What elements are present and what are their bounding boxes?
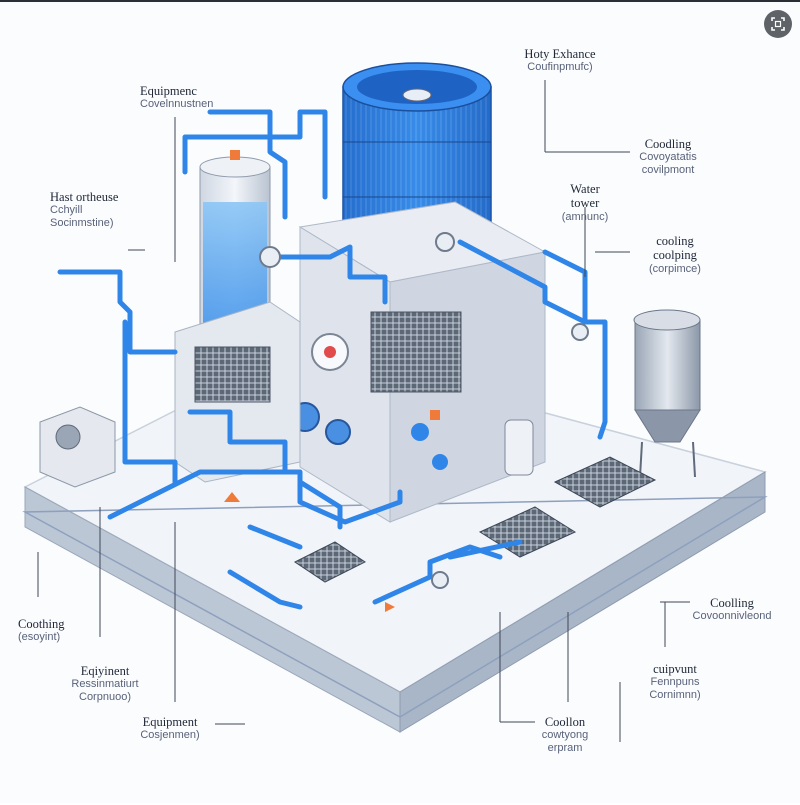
label-cooling-right: Coodling Covoyatatis covilpmont: [618, 137, 718, 177]
label-title: Eqiyinent: [80, 664, 130, 678]
label-eqiyinent: Eqiyinent Ressinmatiurt Corpnuoo): [50, 664, 160, 704]
label-title: cuipvunt: [653, 662, 697, 676]
label-subtitle: Cosjenmen): [140, 729, 200, 742]
label-title: Hoty Exhance: [524, 47, 596, 61]
label-cuipvunt: cuipvunt Fennpuns Cornimnn): [620, 662, 730, 702]
label-subtitle: Corpnuoo): [79, 691, 131, 704]
label-subtitle: Ressinmatiurt: [71, 678, 139, 691]
label-subtitle: Cornimnn): [649, 689, 701, 702]
leader-lines: [37, 80, 690, 742]
label-coothing: Coothing (esoyint): [18, 617, 108, 644]
label-title: coolping: [653, 248, 697, 263]
expand-icon: [771, 17, 785, 31]
label-title: Coollon: [544, 715, 586, 729]
label-subtitle: Covoonnivleond: [692, 610, 772, 623]
label-subtitle: (corpimce): [649, 262, 701, 275]
central-unit: [290, 201, 547, 523]
small-cylinder: [504, 419, 534, 476]
valves: [224, 150, 589, 612]
expand-button[interactable]: [764, 10, 792, 38]
label-equipment-bottom: Equipment Cosjenmen): [120, 715, 220, 742]
label-title: cooling: [656, 234, 694, 248]
label-subtitle: covilpmont: [641, 164, 695, 177]
label-title: Water: [570, 182, 600, 196]
label-coollon: Coollon cowtyong erpram: [520, 715, 610, 755]
label-subtitle: Cchyill: [50, 204, 83, 217]
label-cooling-coping: cooling coolping (corpimce): [620, 234, 730, 275]
label-subtitle: cowtyong: [541, 729, 589, 742]
label-subtitle: Fennpuns: [650, 676, 700, 689]
label-equipment-top: Equipmenc Covelnnustnen: [140, 84, 250, 111]
label-subtitle: Covelnnustnen: [140, 98, 214, 111]
label-title: Equipment: [142, 715, 198, 729]
label-heat-or-these: Hast ortheuse Cchyill Socinmstine): [50, 190, 160, 230]
label-title: tower: [570, 196, 600, 211]
label-subtitle: erpram: [547, 742, 583, 755]
label-subtitle: Socinmstine): [50, 217, 114, 230]
storage-silo: [633, 309, 701, 478]
pipe-network: [57, 109, 608, 610]
label-title: Coodling: [644, 137, 692, 151]
label-subtitle: Covoyatatis: [639, 151, 697, 164]
label-subtitle: (amnunc): [561, 210, 609, 223]
label-water-tower: Water tower (amnunc): [545, 182, 625, 223]
label-subtitle: Coufinpmufc): [527, 61, 593, 74]
label-coolling: Coolling Covoonnivleond: [672, 596, 792, 623]
heat-exchanger-unit: [174, 301, 301, 483]
label-subtitle: (esoyint): [18, 631, 61, 644]
label-title: Coolling: [710, 596, 754, 610]
condensing-unit: [39, 406, 116, 488]
label-title: Hast ortheuse: [50, 190, 119, 204]
label-title: Coothing: [18, 617, 65, 631]
label-title: Equipmenc: [140, 84, 197, 98]
label-heat-exchange: Hoty Exhance Coufinpmufc): [505, 47, 615, 74]
